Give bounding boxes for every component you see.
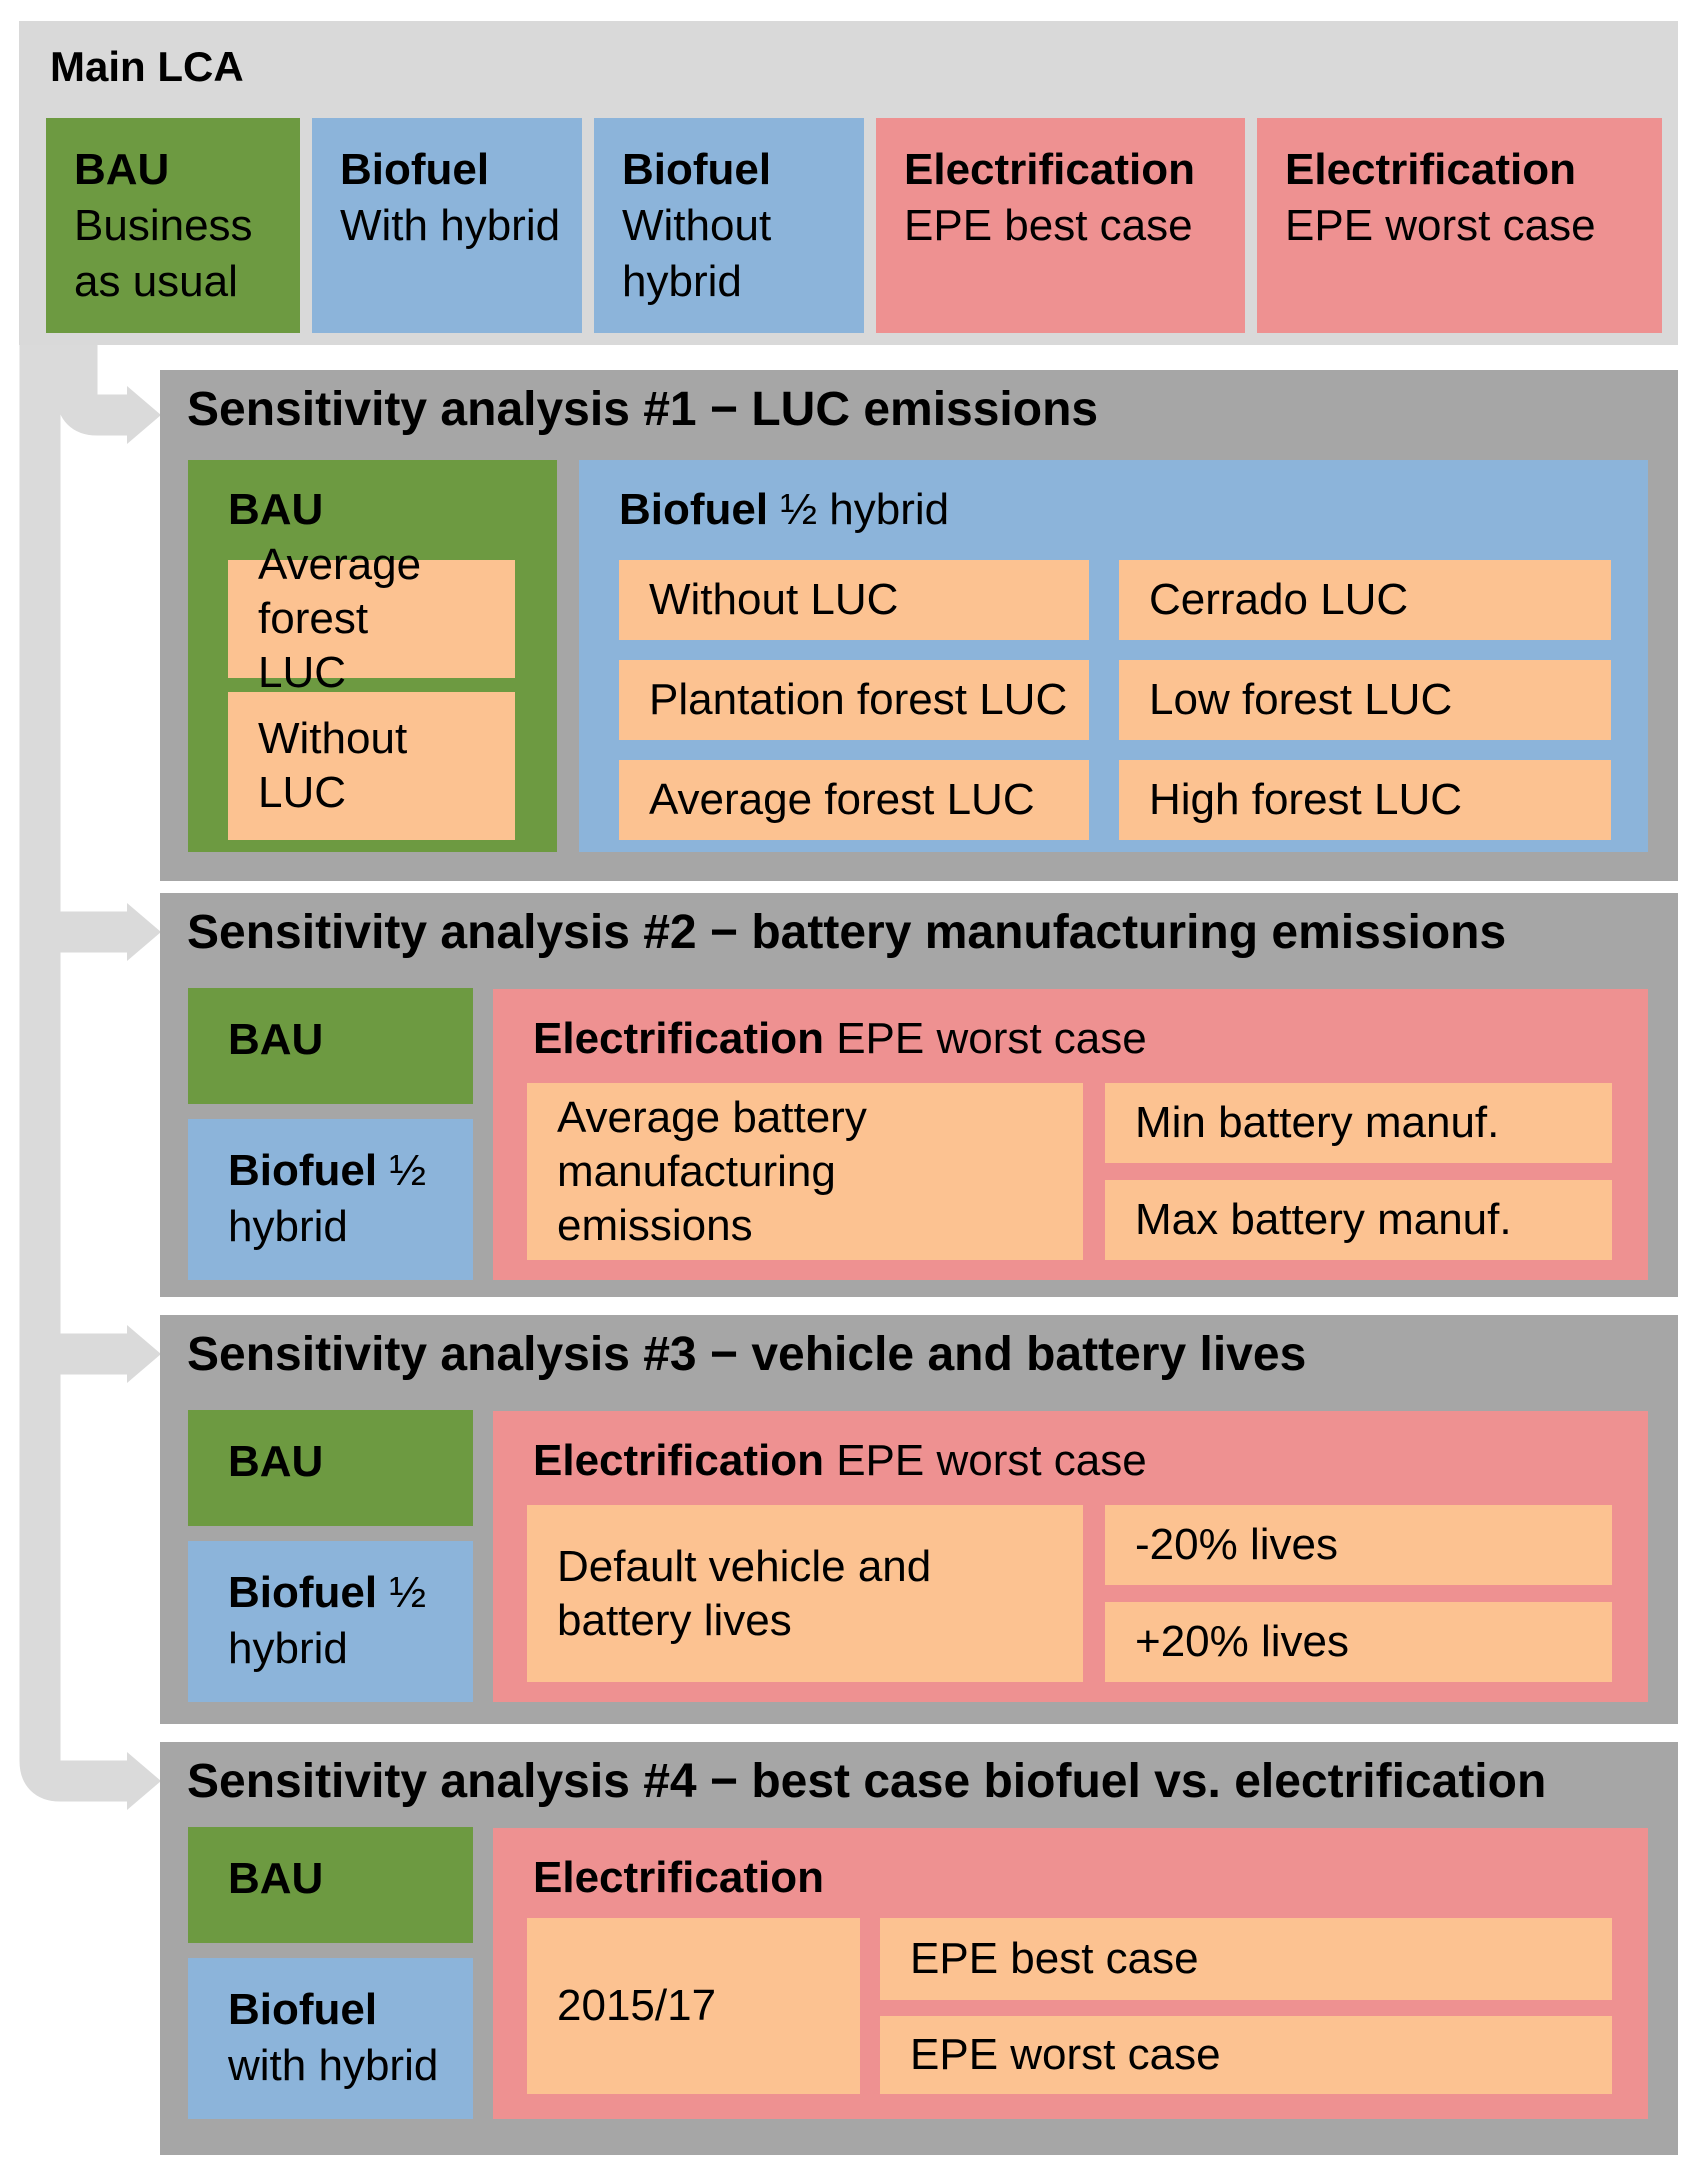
option-cerrado-luc: Cerrado LUC xyxy=(1119,560,1611,640)
scenario-electrification-best: Electrification EPE best case xyxy=(876,118,1245,333)
sensitivity-4-bau-box: BAU xyxy=(188,1827,473,1943)
biofuel-group-label: Biofuel ½ hybrid xyxy=(619,485,950,534)
sensitivity-2-bau-box: BAU xyxy=(188,988,473,1104)
sensitivity-panel-4: Sensitivity analysis #4 − best case biof… xyxy=(160,1742,1678,2155)
electrification-group-label: Electrification EPE worst case xyxy=(533,1014,1147,1063)
bau-label: BAU xyxy=(228,1437,324,1486)
option-average-forest-luc: Average forest LUC xyxy=(619,760,1089,840)
biofuel-label: Biofuel ½ hybrid xyxy=(228,1146,427,1251)
sensitivity-3-bau-box: BAU xyxy=(188,1410,473,1526)
option-epe-worst-case: EPE worst case xyxy=(880,2016,1612,2094)
option-high-forest-luc: High forest LUC xyxy=(1119,760,1611,840)
sensitivity-1-title: Sensitivity analysis #1 − LUC emissions xyxy=(187,383,1099,436)
scenario-name: Biofuel xyxy=(340,145,490,194)
sensitivity-3-electrification-group: Electrification EPE worst case Default v… xyxy=(493,1411,1648,1702)
scenario-biofuel-with-hybrid: Biofuel With hybrid xyxy=(312,118,582,333)
connector-pipe-1 xyxy=(56,345,130,436)
biofuel-label: Biofuel with hybrid xyxy=(228,1985,439,2090)
scenario-name: Biofuel xyxy=(622,145,772,194)
sensitivity-panel-3: Sensitivity analysis #3 − vehicle and ba… xyxy=(160,1315,1678,1724)
option-2015-17: 2015/17 xyxy=(527,1918,860,2094)
sensitivity-4-electrification-group: Electrification 2015/17 EPE best case EP… xyxy=(493,1828,1648,2119)
biofuel-label: Biofuel ½ hybrid xyxy=(228,1568,427,1673)
bau-group-label: BAU xyxy=(228,485,324,534)
electrification-group-label: Electrification EPE worst case xyxy=(533,1436,1147,1485)
sensitivity-2-title: Sensitivity analysis #2 − battery manufa… xyxy=(187,906,1507,959)
scenario-electrification-worst: Electrification EPE worst case xyxy=(1257,118,1662,333)
sensitivity-2-biofuel-box: Biofuel ½ hybrid xyxy=(188,1119,473,1280)
option-default-vehicle-battery-lives: Default vehicle and battery lives xyxy=(527,1505,1083,1682)
connector-arrowhead-1 xyxy=(127,386,161,444)
connector-arrowhead-2 xyxy=(127,903,161,961)
main-lca-panel: Main LCA BAU Business as usual Biofuel W… xyxy=(19,21,1678,345)
bau-label: BAU xyxy=(228,1015,324,1064)
main-lca-title: Main LCA xyxy=(50,43,244,90)
scenario-bau-name: BAU xyxy=(74,145,170,194)
option-min-battery-manuf: Min battery manuf. xyxy=(1105,1083,1612,1163)
bau-label: BAU xyxy=(228,1854,324,1903)
option-minus-20-lives: -20% lives xyxy=(1105,1505,1612,1585)
sensitivity-panel-1: Sensitivity analysis #1 − LUC emissions … xyxy=(160,370,1678,881)
scenario-desc: Without hybrid xyxy=(622,201,772,306)
scenario-name: Electrification xyxy=(1285,145,1576,194)
sensitivity-3-title: Sensitivity analysis #3 − vehicle and ba… xyxy=(187,1328,1307,1381)
sensitivity-1-biofuel-group: Biofuel ½ hybrid Without LUC Plantation … xyxy=(579,460,1648,852)
electrification-group-label: Electrification xyxy=(533,1853,824,1902)
option-plantation-forest-luc: Plantation forest LUC xyxy=(619,660,1089,740)
connector-pipe-4 xyxy=(19,345,130,1802)
sensitivity-panel-2: Sensitivity analysis #2 − battery manufa… xyxy=(160,893,1678,1297)
option-average-battery-manufacturing: Average battery manufacturing emissions xyxy=(527,1083,1083,1260)
scenario-desc: EPE worst case xyxy=(1285,201,1596,250)
scenario-desc: EPE best case xyxy=(904,201,1193,250)
sensitivity-1-bau-group: BAU Average forest LUC Without LUC xyxy=(188,460,557,852)
option-low-forest-luc: Low forest LUC xyxy=(1119,660,1611,740)
option-without-luc: Without LUC xyxy=(228,692,515,840)
connector-arrowhead-3 xyxy=(127,1325,161,1383)
sensitivity-3-biofuel-box: Biofuel ½ hybrid xyxy=(188,1541,473,1702)
connector-arrowhead-4 xyxy=(127,1752,161,1810)
option-average-forest-luc: Average forest LUC xyxy=(228,540,515,697)
scenario-desc: With hybrid xyxy=(340,201,561,250)
sensitivity-4-biofuel-box: Biofuel with hybrid xyxy=(188,1958,473,2119)
scenario-bau-desc: Business as usual xyxy=(74,201,253,306)
scenario-bau: BAU Business as usual xyxy=(46,118,300,333)
option-epe-best-case: EPE best case xyxy=(880,1918,1612,2000)
sensitivity-4-title: Sensitivity analysis #4 − best case biof… xyxy=(187,1755,1547,1808)
scenario-biofuel-without-hybrid: Biofuel Without hybrid xyxy=(594,118,864,333)
sensitivity-2-electrification-group: Electrification EPE worst case Average b… xyxy=(493,989,1648,1280)
option-without-luc: Without LUC xyxy=(619,560,1089,640)
option-plus-20-lives: +20% lives xyxy=(1105,1602,1612,1682)
option-max-battery-manuf: Max battery manuf. xyxy=(1105,1180,1612,1260)
scenario-name: Electrification xyxy=(904,145,1195,194)
